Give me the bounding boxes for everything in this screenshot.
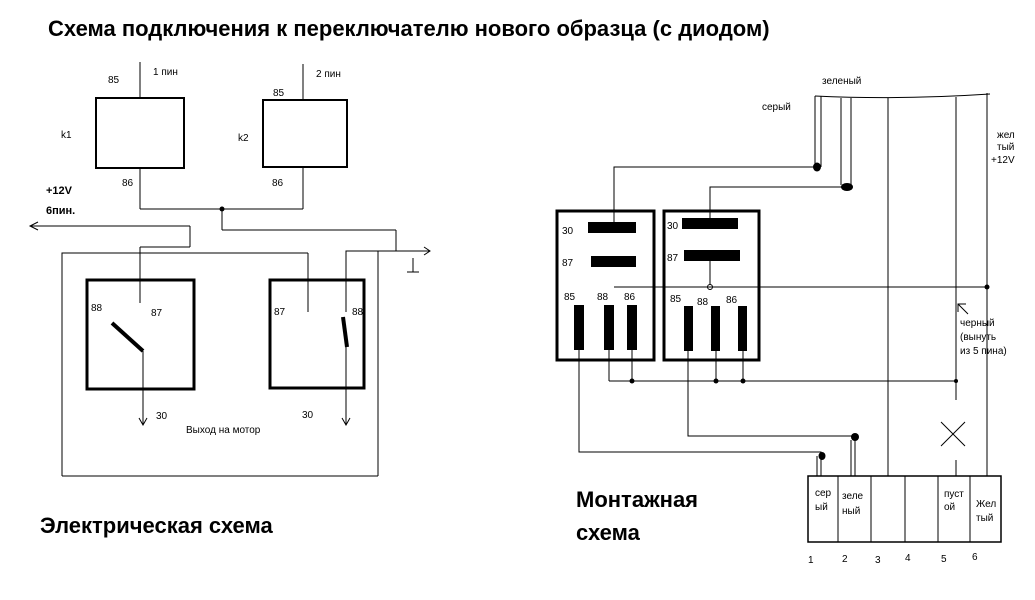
connector-pin-number-6: 6	[972, 552, 978, 563]
relay-1-blade-87	[591, 256, 636, 267]
junction-r2-86	[740, 378, 746, 384]
connector-pin-number-3: 3	[875, 555, 881, 566]
connector-cell-5-l1: пуст	[944, 489, 964, 500]
splice-c1	[818, 452, 826, 460]
motor-output-label: Выход на мотор	[186, 425, 261, 436]
sw1-30-label: 30	[156, 411, 168, 422]
mounting-caption-line-2: схема	[576, 520, 641, 545]
relay-k1-coil	[95, 97, 185, 169]
k2-86-label: 86	[272, 178, 284, 189]
relay-k2-label: k2	[238, 133, 249, 144]
wire-r2-85-to-c2	[687, 351, 856, 476]
relay-2-87-label: 87	[667, 253, 679, 264]
wire-gray-top-label: серый	[762, 102, 791, 113]
relay-k2-coil	[262, 99, 348, 168]
relay-2-85-label: 85	[670, 294, 682, 305]
relay-2-pin-85	[684, 306, 693, 351]
relay-1-87-label: 87	[562, 258, 574, 269]
connector-pin-number-5: 5	[941, 554, 947, 565]
junction-r1-86	[629, 378, 635, 384]
wire-yellow-label-1: жел	[997, 130, 1015, 141]
sw1-87-label: 87	[151, 308, 163, 319]
k2-pin-label: 2 пин	[316, 69, 341, 80]
relay-2-pin-86	[738, 306, 747, 351]
sw2-out-arrow	[341, 417, 351, 427]
relay-1-blade-30	[588, 222, 636, 233]
wire-yellow-label-2: тый	[997, 142, 1014, 153]
splice-c2	[851, 433, 859, 441]
black-wire-pointer-head	[957, 303, 966, 312]
relay-1-pin-85	[574, 305, 584, 350]
relay-1-pin-88	[604, 305, 614, 350]
supply-pin6-label: 6пин.	[46, 205, 75, 217]
k2-85-label: 85	[273, 88, 285, 99]
connector-pin-number-2: 2	[842, 554, 848, 565]
wire-yellow-label-3: +12V	[991, 155, 1015, 166]
sw2-88-label: 88	[352, 307, 364, 318]
diagram-title: Схема подключения к переключателю нового…	[48, 16, 770, 41]
k1-85-label: 85	[108, 75, 120, 86]
k1-86-label: 86	[122, 178, 134, 189]
wire-r1-85-to-c1	[578, 350, 822, 476]
black-wire-pointer	[957, 303, 969, 315]
connector-cell-1-l1: сер	[815, 488, 832, 499]
connector-cell-2-l1: зеле	[842, 491, 864, 502]
connector-cell-6-l1: Жел	[976, 499, 996, 510]
supply-12v-label: +12V	[46, 185, 73, 197]
wire-green-top-label: зеленый	[822, 76, 861, 87]
wire-black-label-2: (вынуть	[960, 332, 996, 343]
harness-top-edge	[814, 93, 991, 99]
mounting-caption-line-1: Монтажная	[576, 487, 698, 512]
supply-arrow	[28, 221, 39, 231]
relay-1-body	[555, 209, 656, 362]
contact-2-arm	[341, 316, 349, 348]
relay-1-30-label: 30	[562, 226, 574, 237]
connector-cell-2-l2: ный	[842, 506, 860, 517]
wire-sw2-88	[345, 250, 378, 312]
junction-black	[954, 379, 958, 383]
wire-black-label-3: из 5 пина)	[960, 346, 1007, 357]
relay-2-pin-88	[711, 306, 720, 351]
contact-1-box	[85, 278, 196, 391]
sw2-30-label: 30	[302, 410, 314, 421]
sw1-out-arrow	[138, 417, 148, 427]
relay-2-30-label: 30	[667, 221, 679, 232]
electrical-caption: Электрическая схема	[40, 513, 273, 538]
k1-pin-label: 1 пин	[153, 67, 178, 78]
relay-2-blade-30	[682, 218, 738, 229]
ground-arrow	[423, 246, 431, 256]
wire-green-to-relay2-30	[709, 186, 847, 222]
wire-gray-to-relay1-30	[613, 166, 817, 227]
relay-1-85-label: 85	[564, 292, 576, 303]
junction-r2-88	[713, 378, 719, 384]
wire-outer-left	[61, 252, 140, 476]
relay-2-88-label: 88	[697, 297, 709, 308]
contact-1-arm	[110, 321, 145, 353]
sw2-87-label: 87	[274, 307, 286, 318]
relay-1-pin-86	[627, 305, 637, 350]
wire-black-label-1: черный	[960, 318, 995, 329]
mounting-schematic: зеленый серый жел тый +12V 30 87 85 88	[555, 76, 1015, 566]
relay-2-blade-87	[684, 250, 740, 261]
connector-pin-number-1: 1	[808, 555, 814, 566]
relay-2-body	[662, 209, 761, 362]
cut-mark-b	[940, 421, 966, 447]
electrical-schematic: 1 пин 85 k1 86 2 пин 85 k2 86 +12V 6пин.	[28, 62, 431, 477]
relay-2-86-label: 86	[726, 295, 738, 306]
connector-cell-6-l2: тый	[976, 513, 993, 524]
sw1-88-label: 88	[91, 303, 103, 314]
connector-cell-1-l2: ый	[815, 502, 828, 513]
connector-cell-5-l2: ой	[944, 502, 955, 513]
relay-1-86-label: 86	[624, 292, 636, 303]
contact-2-box	[268, 278, 366, 390]
connector-pin-number-4: 4	[905, 553, 911, 564]
relay-1-88-label: 88	[597, 292, 609, 303]
relay-k1-label: k1	[61, 130, 72, 141]
